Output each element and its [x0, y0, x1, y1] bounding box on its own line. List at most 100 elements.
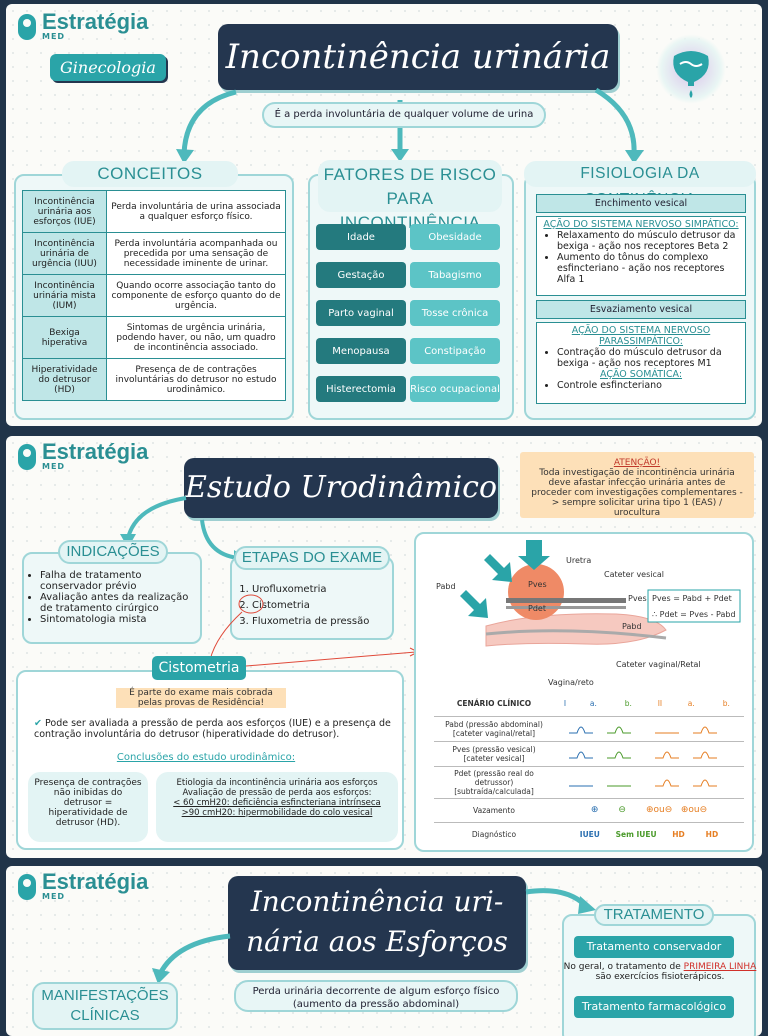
conclusao-line: >90 cmH20: hipermobilidade do colo vesic… [181, 808, 373, 818]
risk-label: Tabagismo [428, 269, 482, 281]
row-label: Pabd (pressão abdominal) [cateter vagina… [434, 716, 554, 742]
label-pabd-lower: Pabd [622, 622, 642, 631]
equation-2: ∴ Pdet = Pves - Pabd [652, 610, 736, 619]
fisio-subheading: Enchimento vesical [536, 194, 746, 213]
page-title: Estudo Urodinâmico [184, 458, 498, 518]
table-row: Incontinência urinária de urgência (IUU)… [22, 232, 286, 275]
list-item: Contração do músculo detrusor da bexiga … [557, 347, 739, 369]
conclusao-line: < 60 cmH20: deficiência esfincteriana in… [173, 798, 381, 808]
label-pdet: Pdet [528, 604, 546, 613]
pressure-curves [569, 751, 717, 758]
table-key: Incontinência urinária aos esforços (IUE… [22, 190, 107, 233]
risk-label: Tosse crônica [421, 307, 489, 319]
fisio-block: AÇÃO DO SISTEMA NERVOSO PARASSIMPÁTICO: … [536, 322, 746, 404]
owl-icon [18, 443, 36, 470]
conceitos-table: Incontinência urinária aos esforços (IUE… [22, 190, 286, 401]
table-key: Incontinência urinária de urgência (IUU) [22, 232, 107, 275]
col-head: b. [610, 692, 646, 717]
trat-text-b: são exercícios fisioterápicos. [595, 972, 725, 982]
bladder-illustration [460, 540, 741, 647]
label-cateter-vesical: Cateter vesical [604, 570, 665, 579]
table-head: CENÁRIO CLÍNICO [434, 692, 554, 717]
risk-item: Parto vaginal [316, 300, 406, 326]
brand-sub: MED [42, 462, 66, 471]
attention-note: ATENÇÃO! Toda investigação de incontinên… [520, 452, 754, 518]
check-icon: ✔ [34, 718, 42, 729]
etapas-box [230, 556, 394, 640]
etapas-heading: ETAPAS DO EXAME [234, 546, 390, 570]
risk-label: Constipação [424, 345, 486, 357]
conclusao-hd: Presença de contrações não inibidas do d… [28, 772, 148, 842]
diag-value: HD [672, 829, 685, 839]
risk-item: Menopausa [316, 338, 406, 364]
row-label: Pves (pressão vesical) [cateter vesical] [434, 741, 554, 767]
label-pves-inner: Pves [528, 580, 547, 589]
risk-label: Parto vaginal [328, 307, 394, 319]
row-label: Pdet (pressão real do detrussor) [subtra… [434, 766, 554, 799]
fisio-section-title: AÇÃO DO SISTEMA NERVOSO SIMPÁTICO: [543, 219, 739, 230]
tratamento-heading: TRATAMENTO [594, 904, 714, 926]
brand-sub: MED [42, 32, 66, 41]
conclusao-line: Avaliação de pressão de perda aos esforç… [182, 788, 372, 798]
attention-title: ATENÇÃO! [613, 458, 661, 468]
title-line1: Incontinência uri- [250, 885, 504, 918]
label-pves: Pves [628, 594, 647, 603]
indicacoes-list: Falha de tratamento conservador prévio A… [40, 570, 202, 625]
diag-row: IUEU Sem IUEU HD HD [554, 822, 744, 846]
table-row: Pabd (pressão abdominal) [cateter vagina… [434, 716, 744, 742]
risk-item: Histerectomia [316, 376, 406, 402]
table-value: Sintomas de urgência urinária, podendo h… [106, 316, 286, 359]
table-row: Vazamento ⊕ ⊖ ⊕ou⊖ ⊕ou⊖ [434, 798, 744, 823]
fisio-section-title: AÇÃO DO SISTEMA NERVOSO PARASSIMPÁTICO: [571, 325, 711, 347]
risk-label: Menopausa [332, 345, 390, 357]
diag-value: Sem IUEU [615, 829, 657, 839]
manifestacoes-heading: MANIFESTAÇÕES CLÍNICAS [32, 982, 178, 1030]
connector-arrows [176, 87, 644, 164]
curve-row [554, 766, 744, 799]
list-item: Fluxometria de pressão [252, 614, 392, 630]
label-cateter-retal: Cateter vaginal/Retal [616, 660, 701, 669]
risk-label: Risco ocupacional [410, 383, 500, 395]
list-item: Falha de tratamento conservador prévio [40, 570, 202, 592]
page-title: Incontinência urinária [218, 24, 618, 90]
table-row: Diagnóstico IUEU Sem IUEU HD HD [434, 822, 744, 846]
label-uretra: Uretra [566, 556, 592, 565]
label-pabd: Pabd [436, 582, 456, 591]
urodinamica-diagram: Uretra Cateter vesical Pabd Pves Pdet Pv… [414, 532, 754, 852]
list-item: Aumento do tônus do complexo esfincteria… [557, 252, 739, 285]
conclusoes-title: Conclusões do estudo urodinâmico: [116, 752, 296, 763]
page-title: Incontinência uri- nária aos Esforços [228, 876, 526, 970]
curve-row [554, 741, 744, 767]
label-vagina: Vagina/reto [548, 678, 594, 687]
cistometria-text-body: Pode ser avaliada a pressão de perda aos… [34, 718, 391, 740]
list-item: Relaxamento do músculo detrusor da bexig… [557, 230, 739, 252]
table-key: Bexiga hiperativa [22, 316, 107, 359]
leak-row: ⊕ ⊖ ⊕ou⊖ ⊕ou⊖ [554, 798, 744, 823]
pressure-curves [569, 726, 717, 733]
owl-icon [18, 873, 36, 900]
risk-item: Obesidade [410, 224, 500, 250]
table-value: Quando ocorre associação tanto do compon… [106, 274, 286, 317]
conclusao-iue: Etiologia da incontinência urinária aos … [156, 772, 398, 842]
col-head: a. [673, 692, 709, 717]
trat-conservador: Tratamento conservador [574, 936, 734, 958]
row-label: Vazamento [434, 798, 554, 823]
table-row: Pdet (pressão real do detrussor) [subtra… [434, 766, 744, 799]
trat-text: No geral, o tratamento de PRIMEIRA LINHA… [558, 962, 762, 982]
table-key: Hiperatividade do detrusor (HD) [22, 358, 107, 401]
fisio-block: AÇÃO DO SISTEMA NERVOSO SIMPÁTICO: Relax… [536, 216, 746, 296]
trat-highlight: PRIMEIRA LINHA [683, 962, 757, 972]
fatores-heading-line1: FATORES DE RISCO [323, 165, 497, 184]
row-label: Diagnóstico [471, 829, 517, 839]
table-value: Presença de de contrações involuntárias … [106, 358, 286, 401]
table-value: Perda involuntária acompanhada ou preced… [106, 232, 286, 275]
brand-name: Estratégia [42, 869, 149, 894]
risk-item: Idade [316, 224, 406, 250]
list-item: Controle esfincteriano [557, 380, 739, 391]
